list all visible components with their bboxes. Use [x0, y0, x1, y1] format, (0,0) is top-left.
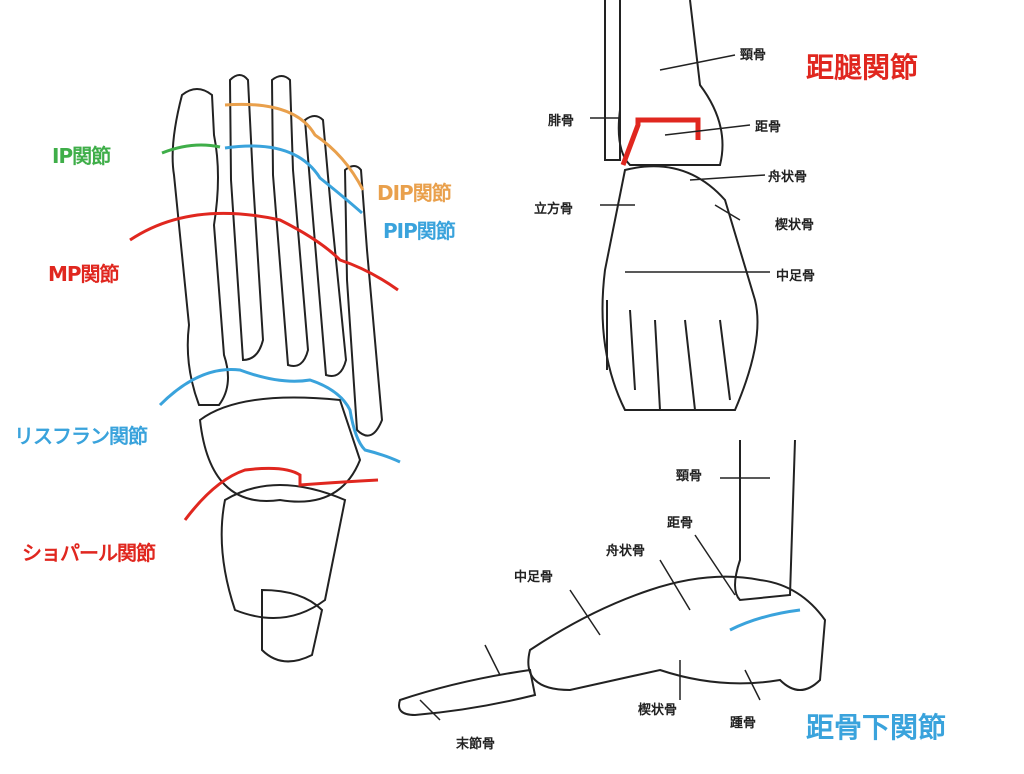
navicular-label: 舟状骨: [768, 170, 808, 185]
mp-joint-label: MP関節: [48, 262, 120, 286]
metatarsal-label-lateral: 中足骨: [514, 570, 554, 585]
mp-joint-line: [129, 211, 399, 292]
leader-lines-top: [590, 54, 770, 273]
pip-joint-label: PIP関節: [383, 219, 456, 243]
talocrural-joint-line: [620, 117, 701, 166]
talus-label: 距骨: [755, 120, 782, 135]
leader-lines-bottom: [419, 477, 770, 721]
lateral-foot-bones: [398, 439, 827, 717]
lisfranc-joint-line: [158, 367, 401, 464]
lisfranc-joint-label: リスフラン関節: [14, 424, 148, 448]
subtalar-title: 距骨下関節: [806, 711, 947, 744]
pip-joint-line: [224, 144, 363, 215]
cuneiform-label: 楔状骨: [775, 218, 815, 233]
metatarsal-label: 中足骨: [776, 269, 816, 284]
chopart-joint-line: [183, 466, 379, 521]
dip-joint-line: [224, 102, 365, 191]
ip-joint-line: [161, 143, 221, 155]
ankle-front-bones: [601, 0, 759, 411]
calcaneus-label: 踵骨: [730, 716, 757, 731]
ip-joint-label: IP関節: [52, 144, 111, 168]
cuboid-label: 立方骨: [534, 202, 574, 217]
dorsal-foot-bones: [171, 74, 384, 663]
dip-joint-label: DIP関節: [377, 181, 452, 205]
talus-label-lateral: 距骨: [667, 516, 694, 531]
navicular-label-lateral: 舟状骨: [606, 544, 646, 559]
fibula-label: 腓骨: [548, 114, 575, 129]
distal-phalanx-label: 末節骨: [456, 737, 496, 752]
tibia-label-lateral: 頸骨: [676, 469, 703, 484]
cuneiform-label-lateral: 楔状骨: [638, 703, 678, 718]
tibia-label: 頸骨: [740, 48, 767, 63]
chopart-joint-label: ショパール関節: [22, 541, 156, 565]
subtalar-joint-line: [729, 608, 801, 632]
talocrural-title: 距腿関節: [806, 51, 919, 84]
